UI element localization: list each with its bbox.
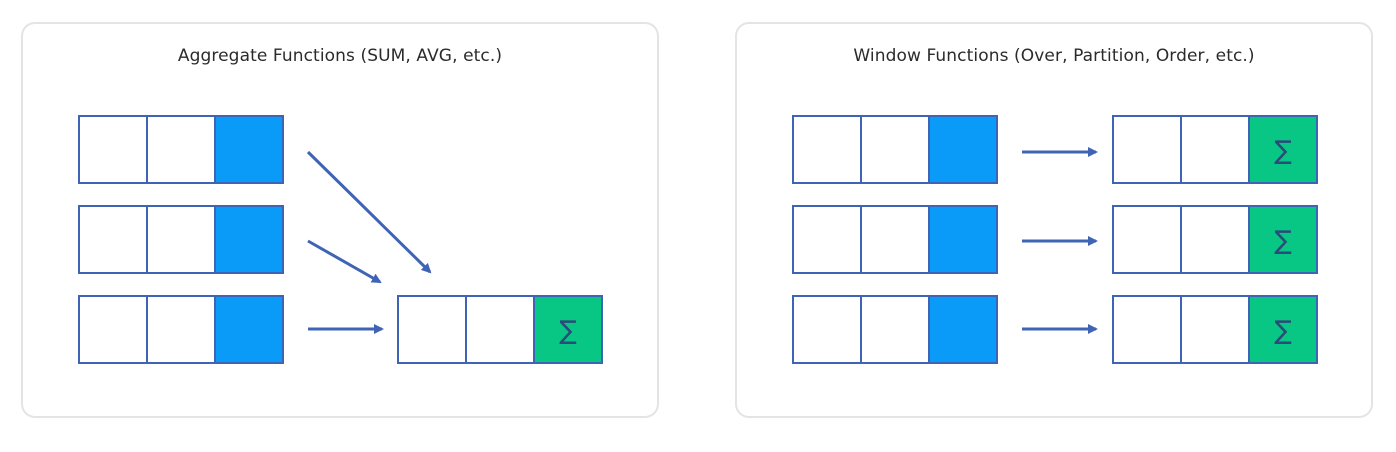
sigma-icon: ∑ (559, 316, 577, 346)
empty-cell (792, 115, 862, 184)
result-cell (1248, 115, 1318, 184)
sigma-icon: ∑ (1274, 316, 1292, 346)
aggregate-result-row: ∑ (397, 295, 603, 364)
window-result-row: ∑ (1112, 115, 1318, 184)
value-cell (214, 205, 284, 274)
empty-cell (792, 295, 862, 364)
window-panel-title: Window Functions (Over, Partition, Order… (853, 46, 1255, 66)
empty-cell (397, 295, 467, 364)
window-result-row: ∑ (1112, 295, 1318, 364)
empty-cell (860, 115, 930, 184)
empty-cell (860, 295, 930, 364)
empty-cell (78, 115, 148, 184)
empty-cell (1180, 295, 1250, 364)
sigma-icon: ∑ (1274, 226, 1292, 256)
aggregate-input-row (78, 295, 284, 364)
empty-cell (1112, 115, 1182, 184)
window-input-row (792, 205, 998, 274)
arrow-icon (307, 239, 382, 284)
empty-cell (1180, 205, 1250, 274)
aggregate-input-row (78, 205, 284, 274)
window-result-row: ∑ (1112, 205, 1318, 274)
value-cell (928, 115, 998, 184)
empty-cell (78, 295, 148, 364)
empty-cell (1180, 115, 1250, 184)
empty-cell (78, 205, 148, 274)
empty-cell (860, 205, 930, 274)
arrow-icon (306, 150, 432, 274)
value-cell (928, 295, 998, 364)
window-input-row (792, 295, 998, 364)
empty-cell (146, 295, 216, 364)
value-cell (214, 295, 284, 364)
empty-cell (1112, 205, 1182, 274)
aggregate-panel-title: Aggregate Functions (SUM, AVG, etc.) (177, 46, 503, 66)
sigma-icon: ∑ (1274, 136, 1292, 166)
value-cell (214, 115, 284, 184)
result-cell (1248, 295, 1318, 364)
window-input-row (792, 115, 998, 184)
result-cell (1248, 205, 1318, 274)
empty-cell (792, 205, 862, 274)
empty-cell (465, 295, 535, 364)
empty-cell (1112, 295, 1182, 364)
value-cell (928, 205, 998, 274)
result-cell (533, 295, 603, 364)
aggregate-input-row (78, 115, 284, 184)
empty-cell (146, 205, 216, 274)
empty-cell (146, 115, 216, 184)
